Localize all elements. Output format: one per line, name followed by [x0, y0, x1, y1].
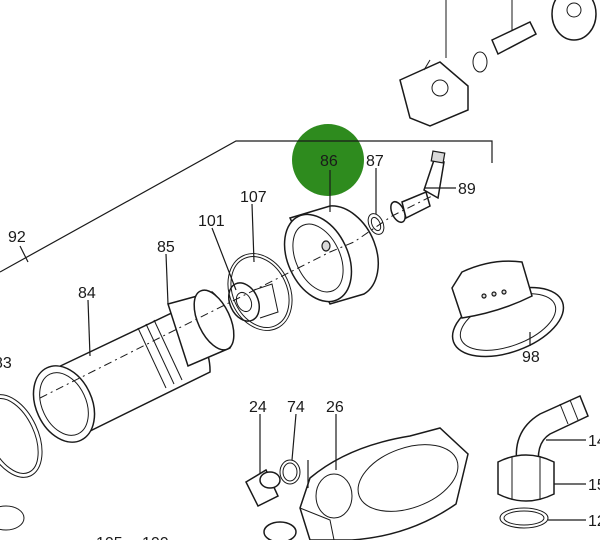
callout-85: 85: [157, 239, 175, 256]
part-15-union-nut: [497, 454, 555, 502]
part-24-fitting: [245, 468, 297, 540]
part-86-cap: [283, 205, 379, 305]
callout-98: 98: [522, 349, 540, 366]
callout-100: 100: [142, 535, 169, 540]
callout-101: 101: [198, 213, 225, 230]
part-26-housing: [299, 427, 469, 540]
callout-74: 74: [287, 399, 305, 416]
highlight-marker: [292, 124, 364, 196]
leader-lines: [19, 168, 586, 521]
part-87-ring: [367, 213, 385, 235]
part-top-pin: [491, 0, 537, 56]
part-12-ring: [499, 507, 549, 529]
part-top-wheel: [551, 0, 597, 41]
callout-84: 84: [78, 285, 96, 302]
callout-15: 15: [588, 477, 600, 494]
part-98-flange: [451, 260, 565, 358]
callout-labels: 92 85 84 101 107 86 87 89 98 24 74 26 14…: [0, 153, 600, 540]
callout-87: 87: [366, 153, 384, 170]
part-top-block: [399, 59, 469, 127]
callout-26: 26: [326, 399, 344, 416]
callout-92: 92: [8, 229, 26, 246]
callout-24: 24: [249, 399, 267, 416]
part-107-o-ring: [227, 253, 293, 331]
part-83-rings: [0, 394, 43, 531]
callout-83: 83: [0, 355, 12, 372]
part-85-sleeve: [167, 289, 235, 368]
part-top-circlip: [472, 51, 488, 73]
callout-14: 14: [588, 433, 600, 450]
callout-86: 86: [320, 153, 338, 170]
callout-107: 107: [240, 189, 267, 206]
assembly-bracket-92: [0, 140, 493, 273]
part-84-tube: [32, 309, 211, 443]
callout-89: 89: [458, 181, 476, 198]
callout-105: 105: [96, 535, 123, 540]
part-74-o-ring: [279, 459, 301, 485]
callout-12: 12: [588, 513, 600, 530]
